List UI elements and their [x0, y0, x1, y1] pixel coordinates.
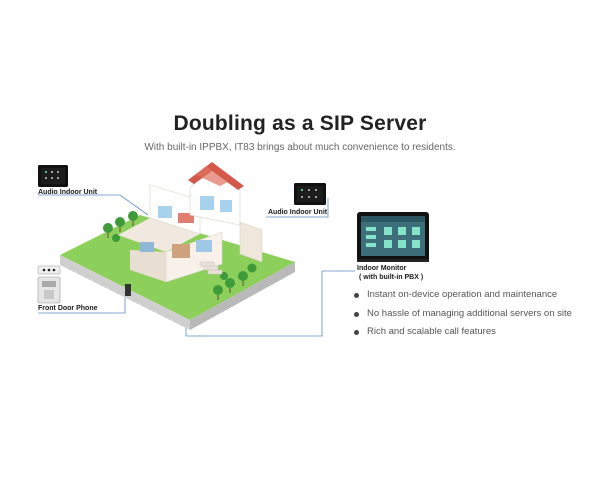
- feature-list: Instant on-device operation and maintena…: [352, 287, 572, 343]
- house-body: [118, 162, 263, 296]
- feature-item: No hassle of managing additional servers…: [352, 306, 572, 325]
- audio-indoor-unit-right-icon: [294, 183, 326, 205]
- page-subtitle: With built-in IPPBX, IT83 brings about m…: [144, 142, 456, 153]
- page-title: Doubling as a SIP Server: [173, 112, 427, 135]
- trees: [103, 211, 257, 300]
- feature-item: Rich and scalable call features: [352, 324, 572, 343]
- front-door-phone-label: Front Door Phone: [38, 305, 98, 312]
- front-door-phone-icon: [37, 265, 61, 304]
- audio-indoor-unit-left-icon: [38, 165, 68, 187]
- indoor-monitor-sublabel: ( with built-in PBX ): [359, 274, 424, 281]
- indoor-monitor-icon: [357, 212, 429, 262]
- audio-indoor-unit-left-label: Audio Indoor Unit: [38, 189, 98, 196]
- audio-indoor-unit-right-label: Audio Indoor Unit: [268, 209, 328, 216]
- indoor-monitor-label: Indoor Monitor: [357, 265, 407, 272]
- feature-item: Instant on-device operation and maintena…: [352, 287, 572, 306]
